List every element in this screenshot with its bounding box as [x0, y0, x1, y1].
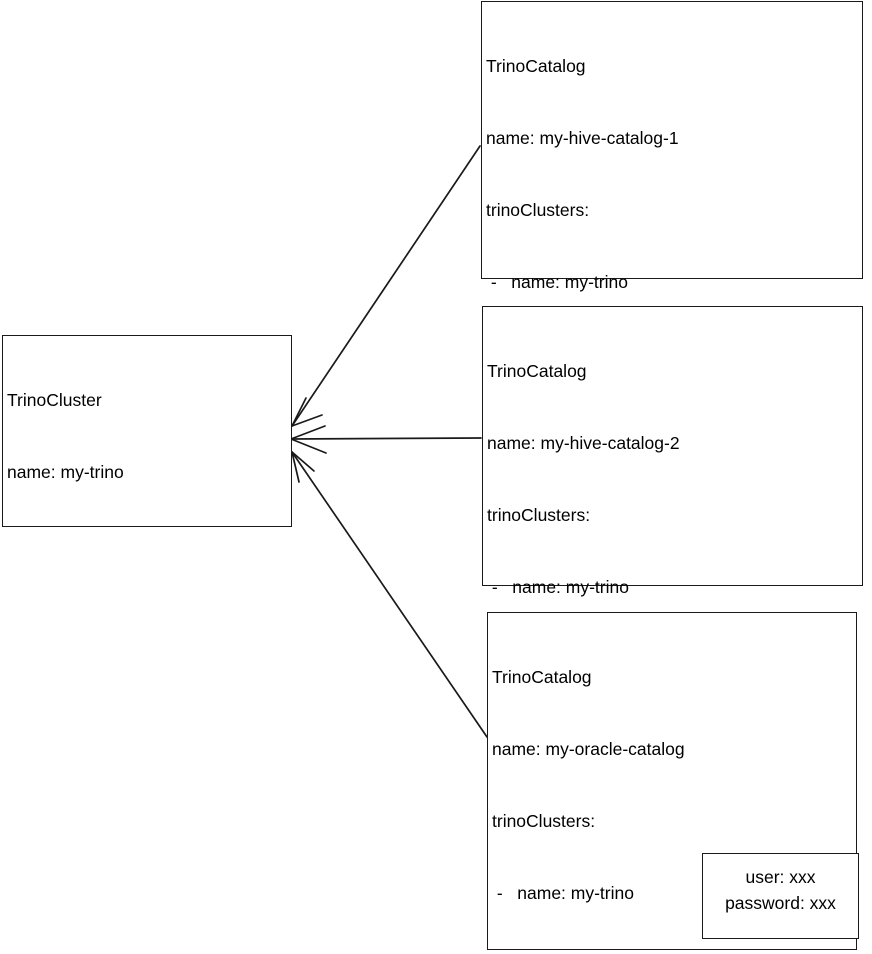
catalog-hive-1-line-1: TrinoCatalog	[486, 56, 586, 76]
catalog-oracle-line-1: TrinoCatalog	[492, 667, 592, 687]
node-trino-catalog-hive-2[interactable]: TrinoCatalog name: my-hive-catalog-2 tri…	[482, 306, 863, 885]
catalog-oracle-spec-text: TrinoCatalog name: my-oracle-catalog tri…	[492, 617, 793, 954]
oracle-credentials-user: user: xxx	[745, 867, 816, 887]
catalog-oracle-line-4: - name: my-trino	[492, 883, 634, 903]
trino-cluster-line-kind: TrinoCluster	[7, 390, 102, 410]
node-oracle-credentials-secret[interactable]: user: xxx password: xxx	[702, 853, 859, 939]
catalog-oracle-line-3: trinoClusters:	[492, 811, 596, 831]
trino-cluster-spec-text: TrinoCluster name: my-trino	[7, 340, 124, 532]
catalog-hive-2-line-4: - name: my-trino	[487, 577, 629, 597]
catalog-hive-1-line-3: trinoClusters:	[486, 200, 590, 220]
node-trino-cluster[interactable]: TrinoCluster name: my-trino	[2, 335, 292, 527]
oracle-credentials-text: user: xxx password: xxx	[703, 864, 858, 916]
edge-catalog2-to-cluster	[290, 425, 482, 454]
oracle-credentials-password: password: xxx	[725, 893, 836, 913]
node-trino-catalog-oracle[interactable]: TrinoCatalog name: my-oracle-catalog tri…	[487, 612, 859, 950]
catalog-hive-2-line-3: trinoClusters:	[487, 505, 591, 525]
catalog-hive-2-line-1: TrinoCatalog	[487, 361, 587, 381]
catalog-hive-1-line-2: name: my-hive-catalog-1	[486, 128, 679, 148]
catalog-hive-1-line-4: - name: my-trino	[486, 272, 628, 292]
edge-catalog3-to-cluster	[291, 451, 488, 738]
catalog-oracle-line-2: name: my-oracle-catalog	[492, 739, 685, 759]
edge-catalog1-to-cluster	[291, 145, 481, 427]
node-trino-catalog-hive-1[interactable]: TrinoCatalog name: my-hive-catalog-1 tri…	[481, 1, 863, 652]
catalog-hive-2-line-2: name: my-hive-catalog-2	[487, 433, 680, 453]
trino-cluster-line-name: name: my-trino	[7, 462, 124, 482]
